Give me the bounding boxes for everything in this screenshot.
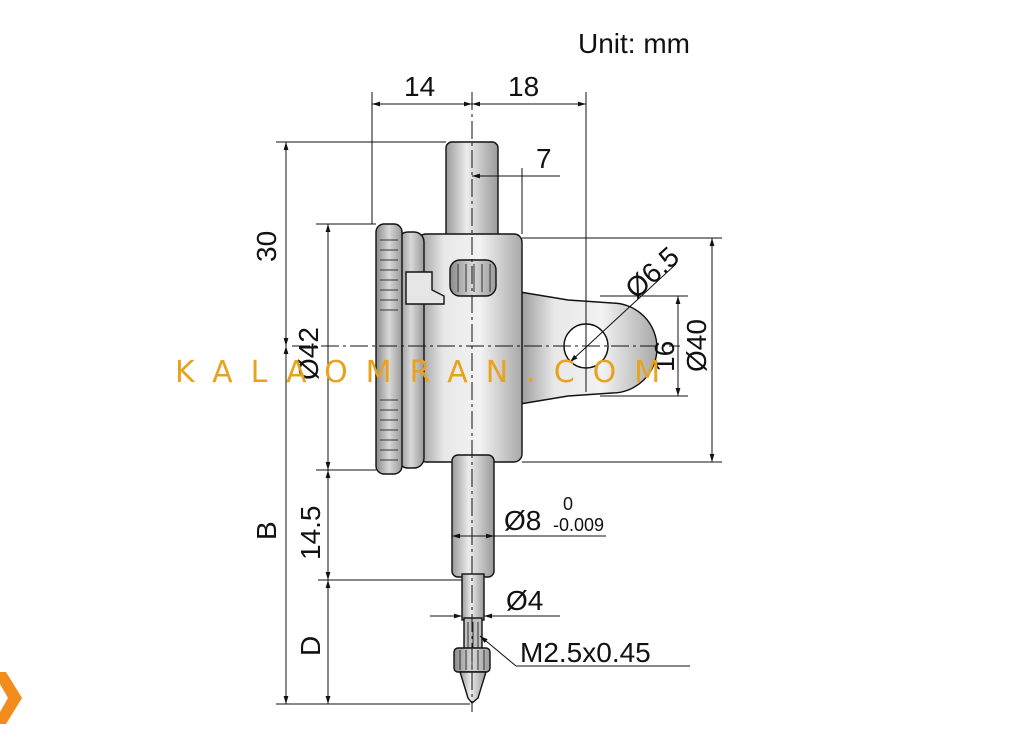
dim-tip-d: D — [295, 636, 326, 656]
stem — [451, 454, 495, 578]
dim-plunger-top-height: 30 — [251, 231, 282, 262]
lock-clamp — [405, 271, 445, 305]
dim-thread-spec: M2.5x0.45 — [520, 637, 651, 668]
dim-stem-tol-upper: 0 — [563, 494, 573, 514]
contact-point — [459, 671, 487, 704]
spindle — [461, 573, 485, 621]
dim-stem-tol-lower: -0.009 — [553, 515, 604, 535]
dim-bezel-diameter: Ø42 — [293, 327, 324, 380]
dim-stem-diameter: Ø8 — [504, 505, 541, 536]
dim-top-left-width: 14 — [404, 71, 435, 102]
unit-label: Unit: mm — [578, 28, 690, 59]
dim-spindle-diameter: Ø4 — [506, 585, 543, 616]
dim-plunger-offset: 7 — [536, 143, 552, 174]
knurled-bezel — [375, 223, 403, 475]
dimension-lines — [283, 101, 715, 704]
watermark: KALAOMRAN.COM — [175, 355, 679, 390]
dim-stem-length: 14.5 — [295, 506, 326, 561]
logo-icon — [0, 672, 22, 724]
dim-overall-b: B — [251, 521, 282, 540]
dim-top-right-width: 18 — [508, 71, 539, 102]
lock-knob — [449, 259, 497, 297]
dim-lug-center-height: 16 — [649, 341, 680, 372]
dial-indicator-body — [375, 141, 658, 704]
bezel-knurl — [380, 239, 398, 461]
dim-lug-hole-diameter: Ø6.5 — [619, 241, 685, 305]
dim-body-diameter: Ø40 — [681, 319, 712, 372]
